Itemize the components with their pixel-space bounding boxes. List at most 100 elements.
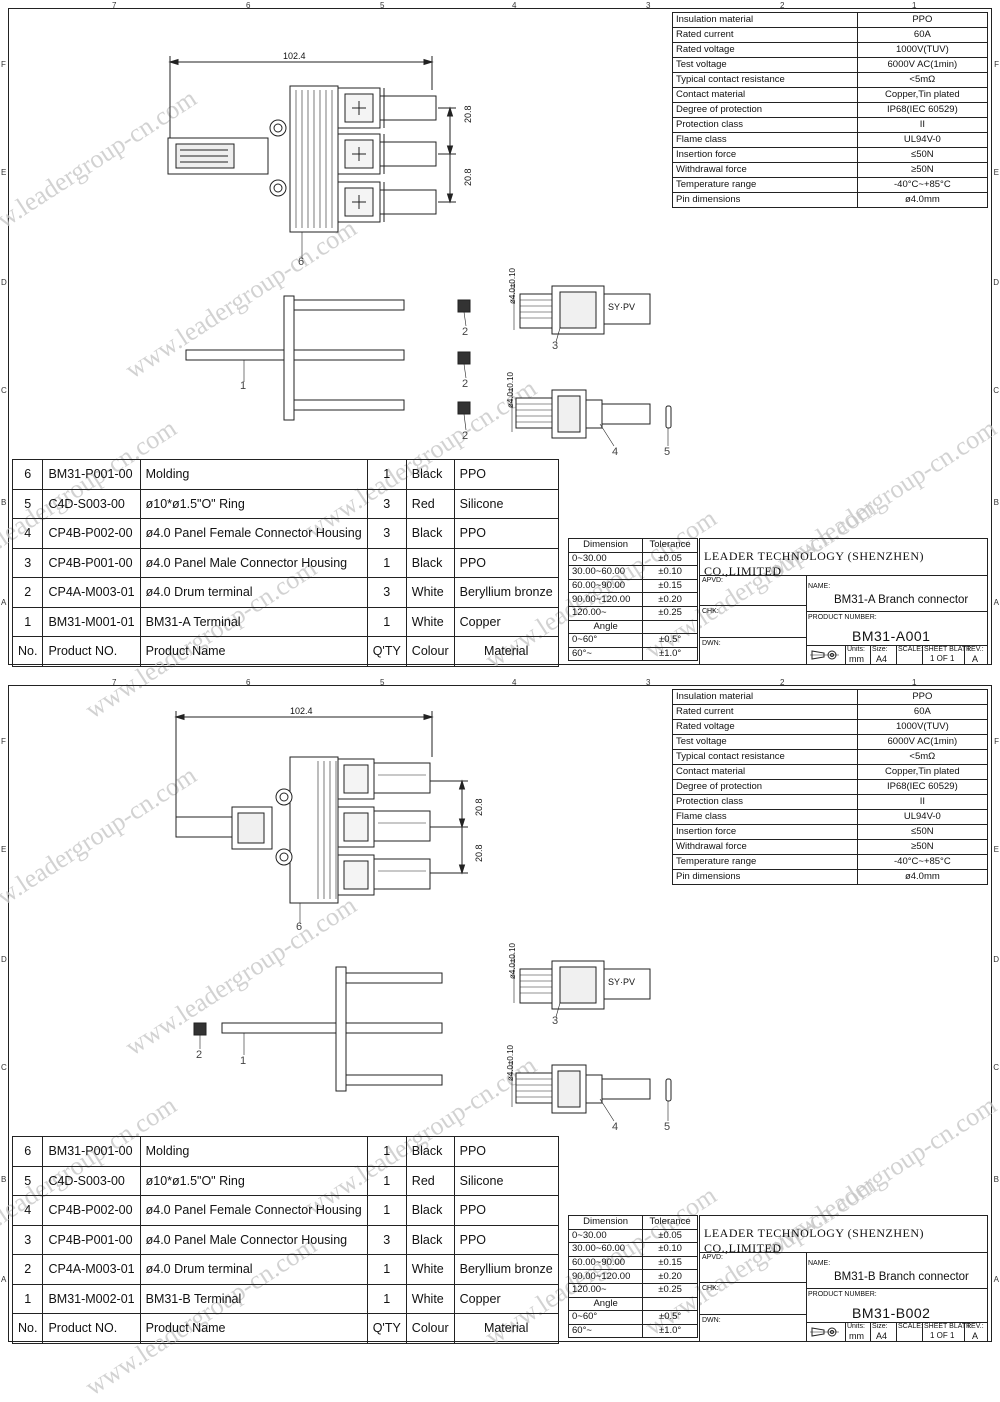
spec-value: ø4.0mm — [856, 192, 989, 208]
bom-material: PPO — [453, 1195, 559, 1226]
tolerance-angle-value: ±0.5° — [642, 1310, 698, 1325]
tolerance-value: ±0.15 — [642, 578, 698, 594]
bom-material: Beryllium bronze — [453, 1254, 559, 1285]
bom-item-no: 6 — [11, 1136, 44, 1167]
spec-label: Temperature range — [672, 177, 858, 193]
part-label-5: 5 — [664, 446, 671, 458]
product-number-label: PRODUCT NUMBER: — [808, 614, 877, 621]
grid-column-label: 4 — [512, 678, 517, 687]
revision-label: REV.: — [966, 1323, 984, 1330]
spec-value: PPO — [856, 12, 989, 28]
spec-label: Withdrawal force — [672, 162, 858, 178]
size-label: Size: — [872, 646, 888, 653]
spec-value: UL94V-0 — [856, 809, 989, 825]
drawn-label: DWN: — [702, 1317, 721, 1324]
spec-label: Pin dimensions — [672, 869, 858, 885]
tolerance-header-tolerance: Tolerance — [642, 1215, 698, 1230]
spec-value: PPO — [856, 689, 989, 705]
spec-label: Insulation material — [672, 689, 858, 705]
bom-header-row: No. Product NO. Product Name Q'TY Colour… — [11, 1313, 559, 1344]
revision-value: A — [972, 1331, 979, 1341]
part-label-2: 2 — [196, 1049, 203, 1061]
grid-row-label: E — [1, 168, 7, 177]
spec-label: Flame class — [672, 132, 858, 148]
units-value: mm — [849, 654, 864, 664]
assembly-drawing — [174, 711, 672, 1122]
bom-item-no: 3 — [11, 547, 44, 578]
bom-header-colour: Colour — [405, 636, 455, 667]
spec-value: 6000V AC(1min) — [856, 734, 989, 750]
tolerance-angle-row: Angle — [567, 619, 698, 635]
spec-row: Temperature range-40°C~+85°C — [672, 177, 989, 193]
bom-product-name: ø4.0 Panel Male Connector Housing — [139, 1224, 368, 1255]
spec-value: IP68(IEC 60529) — [856, 102, 989, 118]
bom-colour: Black — [405, 459, 455, 490]
grid-row-label: D — [993, 278, 999, 287]
approved-label: APVD: — [702, 577, 724, 584]
bom-header-product-no: Product NO. — [42, 1313, 141, 1344]
tolerance-value: ±0.10 — [642, 1242, 698, 1257]
spec-value: ≤50N — [856, 824, 989, 840]
company-name: LEADER TECHNOLOGY (SHENZHEN) CO.,LIMITED — [704, 549, 924, 578]
bom-material: Silicone — [453, 1165, 559, 1196]
bom-product-no: CP4A-M003-01 — [42, 1254, 141, 1285]
spec-value: ø4.0mm — [856, 869, 989, 885]
product-number: BM31-B002 — [852, 1305, 931, 1321]
bom-product-no: BM31-M001-01 — [42, 606, 141, 637]
tolerance-angle-value-row: 0~60°±0.5° — [567, 1310, 698, 1325]
tolerance-dimension-range: 120.00~ — [567, 1282, 644, 1298]
bom-product-name: ø4.0 Panel Female Connector Housing — [139, 518, 368, 549]
bom-product-name: Molding — [139, 459, 368, 490]
spec-row: Insertion force≤50N — [672, 147, 989, 163]
bom-product-no: CP4B-P001-00 — [42, 1224, 141, 1255]
tolerance-angle-range: 0~60° — [567, 1310, 644, 1325]
spec-value: <5mΩ — [856, 749, 989, 765]
spec-label: Rated voltage — [672, 42, 858, 58]
tolerance-angle-range: 60°~ — [567, 646, 644, 662]
tolerance-angle-value: ±1.0° — [642, 1323, 698, 1339]
spec-label: Degree of protection — [672, 102, 858, 118]
size-label: Size: — [872, 1323, 888, 1330]
grid-column-label: 2 — [780, 1, 785, 10]
size-value: A4 — [876, 654, 888, 664]
tolerance-value: ±0.25 — [642, 605, 698, 621]
tolerance-value: ±0.15 — [642, 1255, 698, 1271]
sheet-label: SHEET BLATT: — [924, 646, 972, 653]
bom-header-row: No. Product NO. Product Name Q'TY Colour… — [11, 636, 559, 667]
units-label: Units: — [847, 1323, 865, 1330]
bom-colour: Black — [405, 1224, 455, 1255]
product-name: BM31-B Branch connector — [834, 1271, 969, 1283]
bom-item-no: 1 — [11, 1283, 44, 1314]
grid-row-label: E — [1, 845, 7, 854]
product-number: BM31-A001 — [852, 628, 931, 644]
tolerance-angle-blank — [642, 1296, 698, 1312]
part-label-2: 2 — [462, 378, 469, 390]
bom-colour: Black — [405, 1195, 455, 1226]
spec-value: ≥50N — [856, 839, 989, 855]
bom-product-name: ø4.0 Drum terminal — [139, 577, 368, 608]
bom-product-no: CP4A-M003-01 — [42, 577, 141, 608]
bom-header-no: No. — [11, 636, 44, 667]
spec-row: Typical contact resistance<5mΩ — [672, 749, 989, 765]
tolerance-angle-label: Angle — [567, 619, 644, 635]
bom-item-no: 2 — [11, 577, 44, 608]
bom-item-no: 5 — [11, 1165, 44, 1196]
spec-value: <5mΩ — [856, 72, 989, 88]
bom-material: Beryllium bronze — [453, 577, 559, 608]
pin-diameter-dimension-male: ø4.0±0.10 — [508, 943, 517, 979]
bom-product-name: ø4.0 Panel Female Connector Housing — [139, 1195, 368, 1226]
bom-product-no: BM31-P001-00 — [42, 1136, 141, 1167]
units-label: Units: — [847, 646, 865, 653]
tolerance-row: 0~30.00±0.05 — [567, 1228, 698, 1244]
